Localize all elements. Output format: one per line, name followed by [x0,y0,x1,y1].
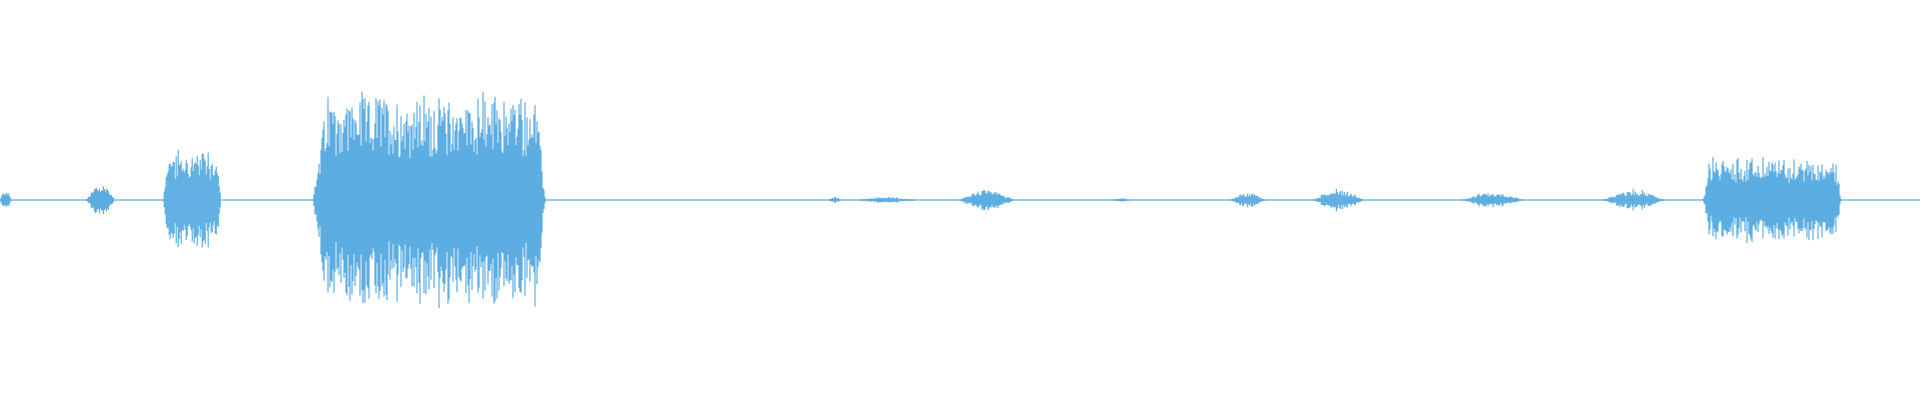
waveform-segment [312,91,546,309]
waveform-segment [859,196,914,203]
waveform-segment [1230,193,1266,208]
waveform-segment [959,189,1014,211]
waveform-segment [828,197,842,204]
waveform-segment [1112,198,1130,202]
waveform-segment [1462,193,1523,208]
waveform-segment [1602,188,1665,211]
waveform-bars [0,91,1842,309]
waveform-segment [1312,188,1363,212]
waveform-segment [0,193,12,207]
waveform-segment [162,149,221,248]
waveform-segment [85,186,116,215]
waveform-segment [1702,157,1842,244]
